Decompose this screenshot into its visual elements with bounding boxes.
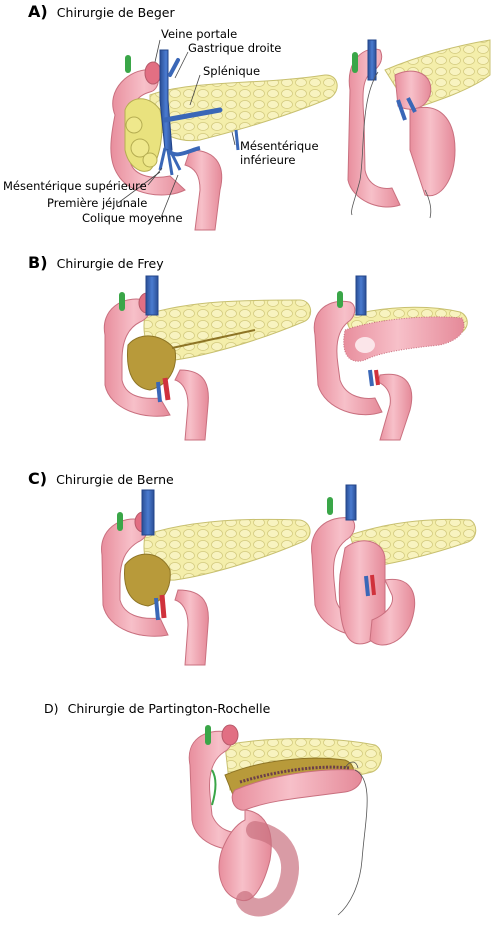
section-c: C) Chirurgie de Berne <box>28 469 477 666</box>
berne-after-illustration <box>311 484 477 646</box>
frey-before-illustration <box>103 275 311 441</box>
section-b-title: Chirurgie de Frey <box>57 256 165 271</box>
section-d-title: Chirurgie de Partington-Rochelle <box>68 701 271 716</box>
section-a-title: Chirurgie de Beger <box>57 5 176 20</box>
svg-text:B) Chirurgie de Frey: B) Chirurgie de Frey <box>28 253 164 272</box>
section-c-letter: C) <box>28 469 47 488</box>
beger-before-illustration <box>110 39 338 231</box>
label-mesenterique-inferieure-2: inférieure <box>240 153 295 167</box>
section-a-letter: A) <box>28 2 48 21</box>
berne-before-illustration <box>101 489 311 666</box>
beger-after-illustration <box>347 39 491 219</box>
section-b: B) Chirurgie de Frey <box>28 253 468 441</box>
label-colique-moyenne: Colique moyenne <box>82 211 183 225</box>
svg-text:D) Chirurgie de Partingt: D) Chirurgie de Partington-Rochelle <box>44 698 271 717</box>
partington-rochelle-illustration <box>188 724 382 917</box>
frey-after-illustration <box>313 275 468 441</box>
leader-lines-a <box>117 39 236 221</box>
label-premiere-jejunale: Première jéjunale <box>47 196 147 210</box>
section-d: D) Chirurgie de Partington-Rochelle <box>44 698 382 917</box>
label-veine-portale: Veine portale <box>161 27 237 41</box>
section-b-letter: B) <box>28 253 48 272</box>
section-d-letter: D) <box>44 701 59 716</box>
label-splenique: Splénique <box>203 64 260 78</box>
section-a: A) Chirurgie de Beger <box>3 2 491 231</box>
svg-text:A) Chirurgie de Beger: A) Chirurgie de Beger <box>28 2 175 21</box>
svg-text:C) Chirurgie de Berne: C) Chirurgie de Berne <box>28 469 174 488</box>
label-gastrique-droite: Gastrique droite <box>188 41 281 55</box>
section-c-title: Chirurgie de Berne <box>56 472 174 487</box>
label-mesenterique-superieure: Mésentérique supérieure <box>3 179 147 193</box>
label-mesenterique-inferieure-1: Mésentérique <box>240 139 319 153</box>
